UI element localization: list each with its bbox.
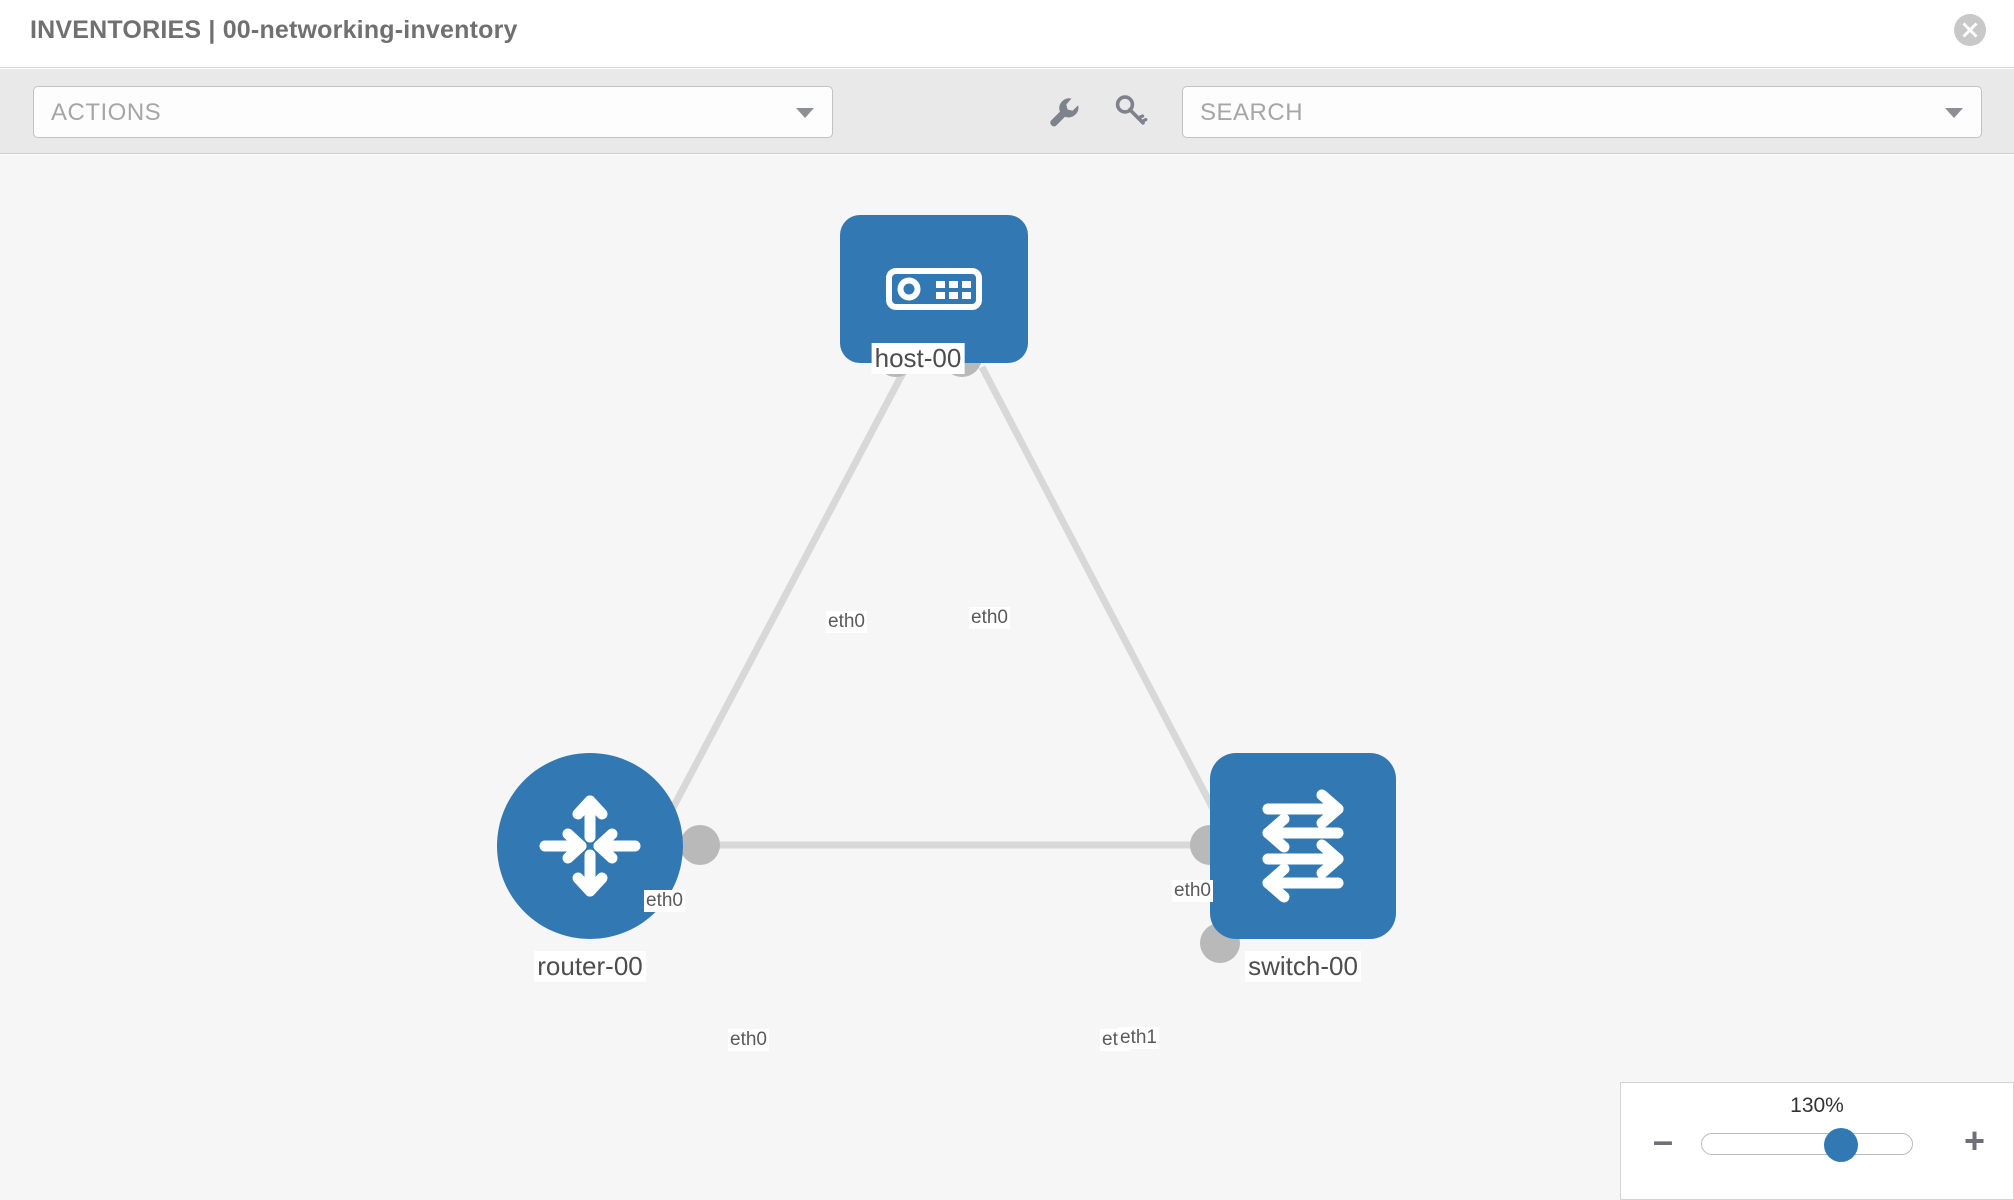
edge-label-host-switch-mid: eth0 xyxy=(1172,880,1213,902)
node-switch-00[interactable] xyxy=(1210,753,1396,939)
connector-nub xyxy=(680,825,720,865)
node-host-00-shape[interactable] xyxy=(840,215,1028,363)
zoom-slider[interactable] xyxy=(1701,1128,1913,1162)
search-input[interactable]: SEARCH xyxy=(1182,86,1982,138)
title-bar: INVENTORIES | 00-networking-inventory xyxy=(0,0,2014,68)
zoom-out-button[interactable]: – xyxy=(1653,1120,1674,1161)
server-icon xyxy=(886,268,982,310)
wrench-icon[interactable] xyxy=(1042,91,1084,133)
zoom-slider-thumb[interactable] xyxy=(1824,1128,1858,1162)
zoom-control-panel: 130% – + xyxy=(1620,1082,2014,1200)
node-switch-00-label: switch-00 xyxy=(1245,951,1361,982)
key-icon[interactable] xyxy=(1110,91,1152,133)
switch-icon xyxy=(1262,789,1344,903)
edge-label-host-router-mid: eth0 xyxy=(644,890,685,912)
zoom-level-value: 130% xyxy=(1790,1094,1844,1117)
edge-label-router-switch-to-b: eth1 xyxy=(1118,1027,1159,1049)
zoom-in-button[interactable]: + xyxy=(1963,1120,1985,1161)
toolbar: ACTIONS SEARCH xyxy=(0,69,2014,154)
edge-host-router xyxy=(644,365,910,857)
edge-label-host-router-from: eth0 xyxy=(826,611,867,633)
edge-label-router-switch-from: eth0 xyxy=(728,1029,769,1051)
topology-edges xyxy=(644,365,1236,857)
close-icon[interactable] xyxy=(1954,14,1986,46)
topology-canvas[interactable]: host-00 router-00 xyxy=(0,155,2014,1200)
node-host-00-label: host-00 xyxy=(871,343,965,374)
node-host-00[interactable] xyxy=(840,215,1028,403)
actions-dropdown[interactable]: ACTIONS xyxy=(33,86,833,138)
edge-label-host-switch-from: eth0 xyxy=(969,607,1010,629)
edge-host-switch xyxy=(978,365,1236,847)
chevron-down-icon[interactable] xyxy=(1945,108,1963,118)
router-icon xyxy=(539,795,641,897)
actions-dropdown-label: ACTIONS xyxy=(51,99,162,126)
chevron-down-icon xyxy=(796,108,814,118)
search-placeholder: SEARCH xyxy=(1200,99,1304,126)
page-title: INVENTORIES | 00-networking-inventory xyxy=(30,16,518,44)
node-switch-00-shape[interactable] xyxy=(1210,753,1396,939)
node-router-00-label: router-00 xyxy=(534,951,646,982)
